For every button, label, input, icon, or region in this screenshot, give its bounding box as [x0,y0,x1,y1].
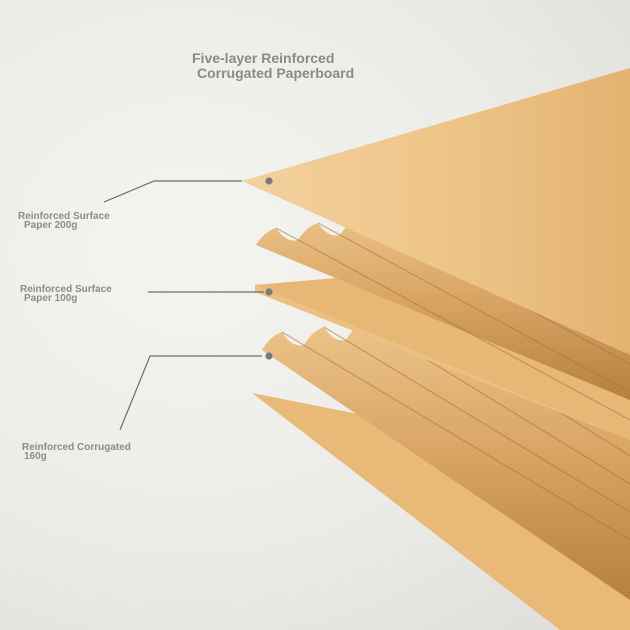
diagram-title-line-2: Corrugated Paperboard [197,65,355,81]
leader-dot-160g [265,352,273,360]
diagram-title-line-1: Five-layer Reinforced [192,50,335,66]
leader-line-200g [103,180,242,203]
leader-line-160g [119,355,262,431]
leader-dot-200g [265,177,273,185]
label-surface-100g-line-1: Reinforced Surface [20,284,112,295]
label-corrugated-160g-line-2: 160g [24,451,47,462]
label-surface-100g-line-2: Paper 100g [24,293,78,304]
leader-dots [265,177,273,360]
leader-lines [103,180,264,431]
label-corrugated-160g-line-1: Reinforced Corrugated [22,442,131,453]
label-surface-200g-line-1: Reinforced Surface [18,211,110,222]
leader-dot-100g [265,288,273,296]
top-liner-sheet [242,68,630,355]
label-surface-200g-line-2: Paper 200g [24,220,78,231]
